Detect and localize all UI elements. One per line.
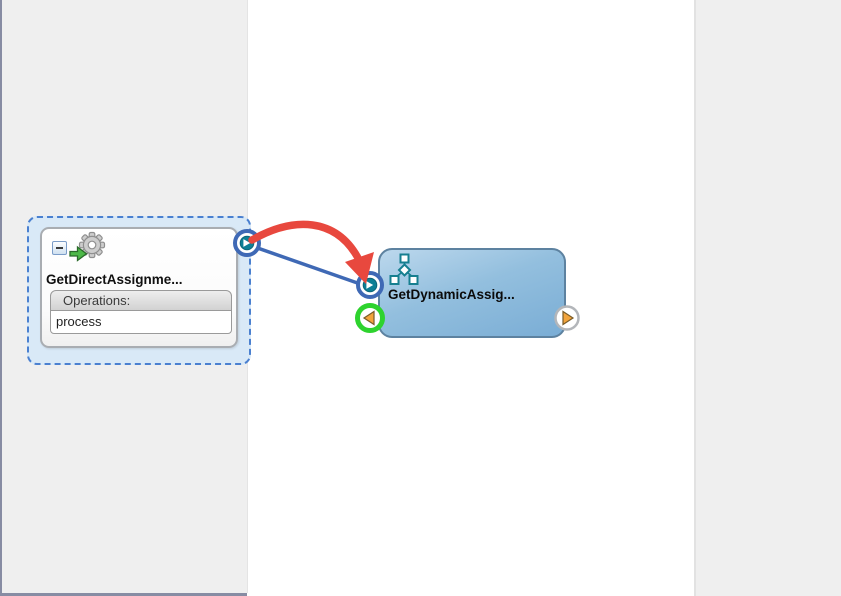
right-lane-divider: [694, 0, 696, 596]
existing-wire[interactable]: [248, 243, 367, 288]
web-service-gear-icon: [69, 231, 106, 262]
outbound-port[interactable]: [554, 305, 580, 331]
window-border-left: [0, 0, 2, 596]
operation-process[interactable]: process: [50, 310, 232, 334]
collapse-minus-icon[interactable]: [52, 241, 67, 255]
valid-target-inbound-port[interactable]: [355, 303, 385, 333]
component-title: GetDirectAssignme...: [46, 272, 183, 287]
component-getdirectassignment[interactable]: GetDirectAssignme... Operations: process: [40, 227, 238, 348]
drag-wire[interactable]: [248, 220, 374, 284]
drag-wire-arrowhead: [345, 252, 374, 284]
green-arrow-icon: [69, 245, 88, 262]
right-swimlane[interactable]: [696, 0, 841, 596]
bpel-process-icon: [389, 253, 419, 285]
window-border-bottom: [0, 593, 247, 596]
component-getdynamicassignment[interactable]: GetDynamicAssig...: [378, 248, 566, 338]
component-title: GetDynamicAssig...: [388, 287, 515, 302]
